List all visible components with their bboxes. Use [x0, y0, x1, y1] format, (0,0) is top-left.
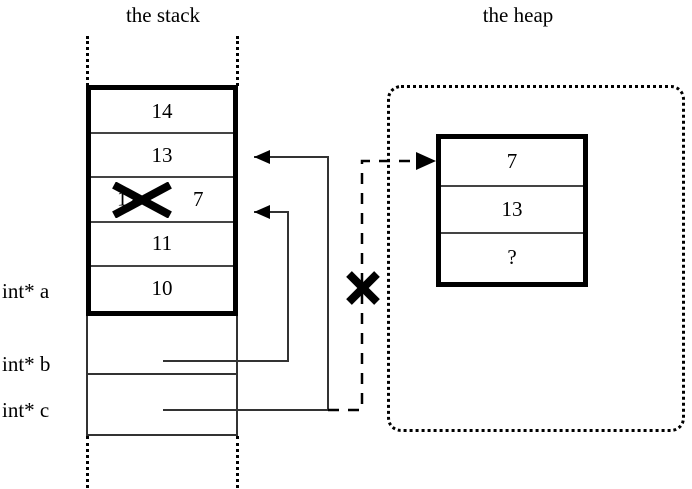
stack-cell-3-value: 11: [151, 231, 173, 256]
label-int-ptr-a: int* a: [2, 279, 50, 303]
heap-cell-0: 7: [441, 139, 583, 187]
heap-cell-2: ?: [441, 234, 583, 282]
stack-cell-2: 12 7: [91, 178, 233, 223]
stack-slot-b: [88, 316, 236, 375]
stack-cell-0: 14: [91, 90, 233, 135]
stack-cell-4-value: 10: [151, 276, 173, 301]
stack-cell-0-value: 14: [151, 98, 173, 123]
stack-rail-top-left: [86, 36, 89, 86]
heap-cell-1-value: 13: [501, 196, 523, 221]
stack-cell-2-annotation: 7: [193, 186, 204, 211]
stack-rail-bottom-left: [86, 436, 89, 488]
heap-cell-1: 13: [441, 186, 583, 235]
stack-pointer-slots: [86, 314, 238, 436]
stack-title: the stack: [125, 3, 201, 27]
heap-title: the heap: [482, 3, 554, 27]
stack-cell-4: 10: [91, 266, 233, 311]
heap-cell-2-value: ?: [507, 245, 517, 270]
label-int-ptr-c: int* c: [2, 398, 50, 422]
stack-rail-top-right: [236, 36, 239, 86]
stack-active-frame: 14 13 12 7 11 10: [86, 85, 238, 316]
stack-slot-c: [88, 375, 236, 434]
heap-cell-0-value: 7: [506, 149, 518, 174]
stack-cell-1: 13: [91, 134, 233, 179]
stack-rail-bottom-right: [236, 436, 239, 488]
label-int-ptr-b: int* b: [2, 352, 51, 376]
stack-cell-1-value: 13: [151, 142, 173, 167]
strike-over-dashed-pointer-icon: [346, 271, 380, 305]
stack-cell-3: 11: [91, 222, 233, 267]
strike-over-12-icon: [112, 182, 172, 219]
heap-block: 7 13 ?: [436, 134, 588, 287]
